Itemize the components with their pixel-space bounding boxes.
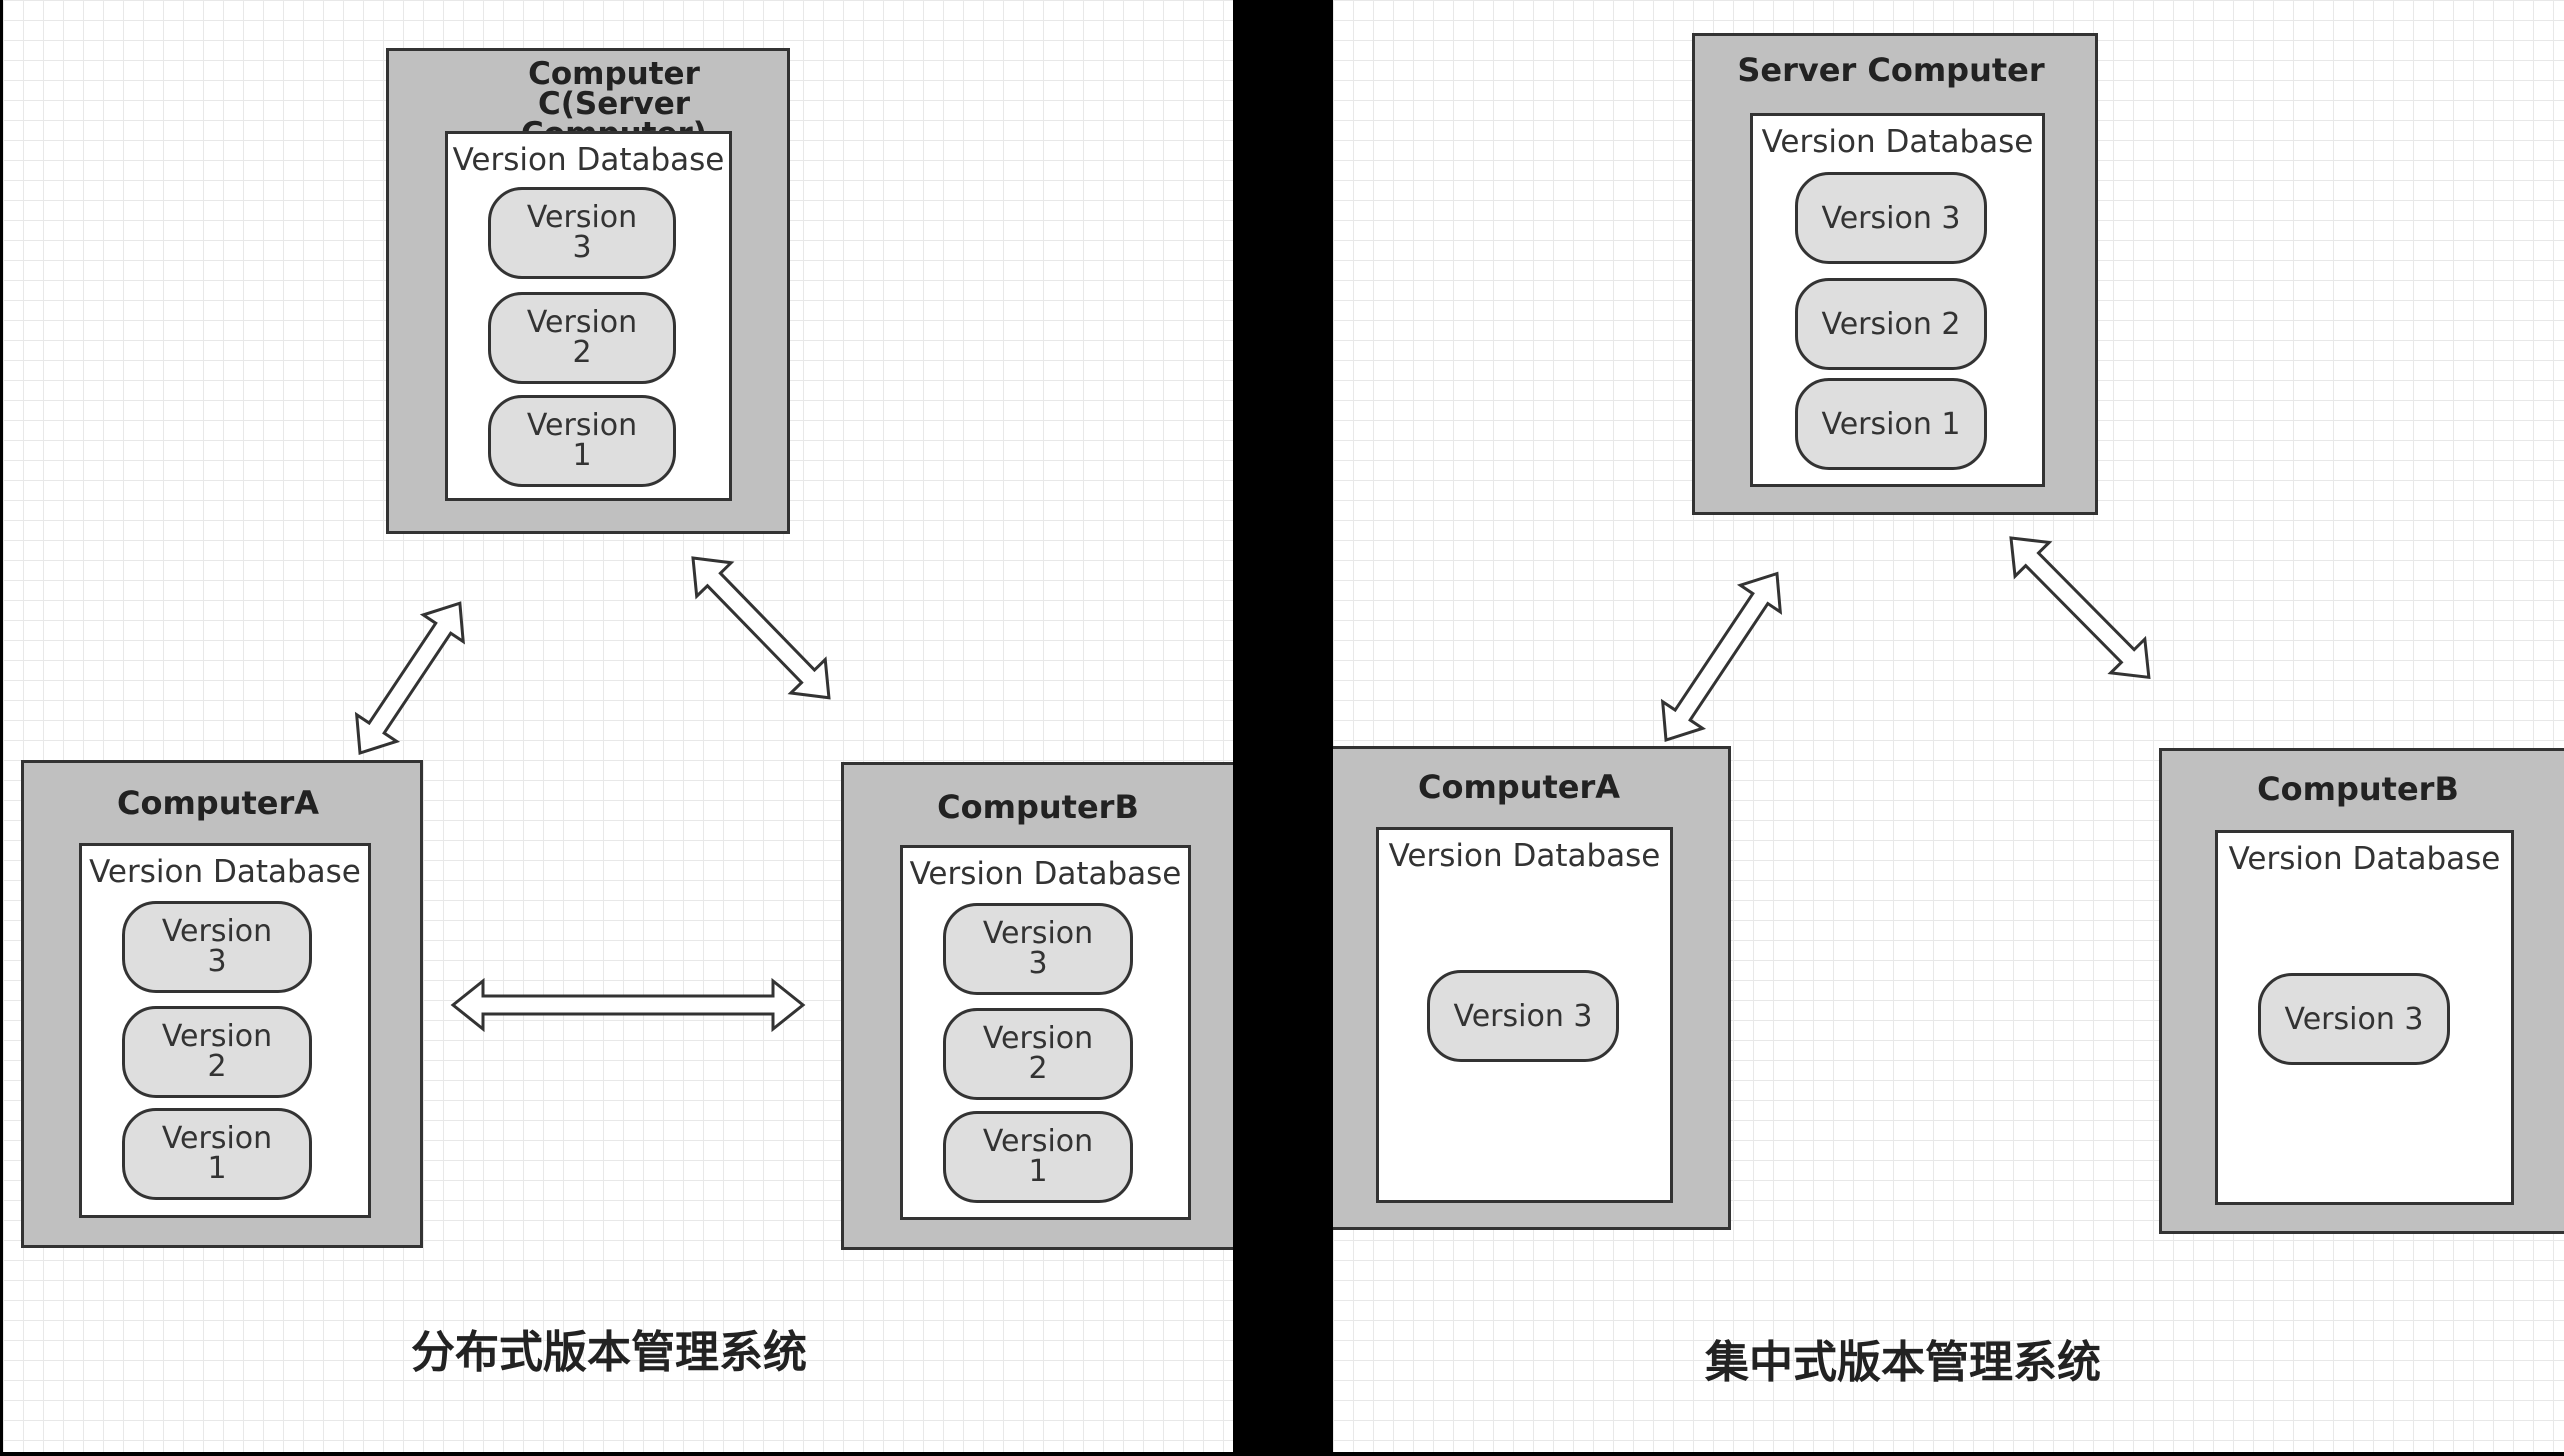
centralized-diagram-panel: Server Computer Version Database Version… <box>1333 0 2564 1452</box>
central-computer-b-node: ComputerB Version Database Version 3 <box>2159 748 2564 1234</box>
computer-b-version-3: Version 3 <box>943 903 1133 995</box>
distributed-arrows <box>354 556 831 1033</box>
distributed-caption: 分布式版本管理系统 <box>411 1327 807 1378</box>
computer-b-title: ComputerB <box>937 788 1139 826</box>
central-computer-a-node: ComputerA Version Database Version 3 <box>1333 746 1731 1230</box>
computer-a-db-title: Version Database <box>89 854 361 890</box>
server-version-1: Version 1 <box>488 395 676 487</box>
centralized-arrows <box>1660 536 2151 742</box>
computer-a-version-database: Version Database Version 3 Version 2 Ver… <box>79 843 371 1218</box>
arrow-server-to-computer-b <box>691 556 831 700</box>
computer-b-node: ComputerB Version Database Version 3 Ver… <box>841 762 1233 1250</box>
central-computer-a-version-database: Version Database Version 3 <box>1376 827 1673 1203</box>
computer-a-title: ComputerA <box>116 784 320 822</box>
arrow-central-server-to-computer-b <box>2009 536 2151 680</box>
computer-a-version-1: Version 1 <box>122 1108 312 1200</box>
central-server-db-title: Version Database <box>1761 124 2034 160</box>
computer-a-node: ComputerA Version Database Version 3 Ver… <box>21 760 423 1248</box>
server-version-3: Version 3 <box>488 187 676 279</box>
arrow-central-server-to-computer-a <box>1660 571 1783 742</box>
computer-b-db-title: Version Database <box>909 856 1182 892</box>
central-server-node: Server Computer Version Database Version… <box>1692 33 2098 515</box>
computer-b-version-1: Version 1 <box>943 1111 1133 1203</box>
central-computer-a-db-title: Version Database <box>1388 838 1661 874</box>
computer-b-version-2: Version 2 <box>943 1008 1133 1100</box>
computer-a-version-2: Version 2 <box>122 1006 312 1098</box>
server-db-title: Version Database <box>452 142 725 178</box>
central-computer-b-version-database: Version Database Version 3 <box>2215 830 2514 1205</box>
central-server-version-3: Version 3 <box>1795 172 1987 264</box>
central-server-title: Server Computer <box>1737 51 2045 89</box>
arrow-computer-a-to-computer-b <box>450 977 806 1033</box>
distributed-diagram-panel: Computer C(Server Computer) Version Data… <box>3 0 1233 1452</box>
central-computer-a-title: ComputerA <box>1417 768 1621 806</box>
server-version-2: Version 2 <box>488 292 676 384</box>
central-computer-b-db-title: Version Database <box>2228 841 2501 877</box>
server-version-database: Version Database Version 3 Version 2 Ver… <box>445 131 732 501</box>
arrow-server-to-computer-a <box>354 601 465 755</box>
central-server-version-1: Version 1 <box>1795 378 1987 470</box>
computer-a-version-3: Version 3 <box>122 901 312 993</box>
centralized-caption: 集中式版本管理系统 <box>1705 1337 2101 1388</box>
central-computer-b-version-3: Version 3 <box>2258 973 2450 1065</box>
central-server-version-database: Version Database Version 3 Version 2 Ver… <box>1750 113 2045 487</box>
central-server-version-2: Version 2 <box>1795 278 1987 370</box>
central-computer-b-title: ComputerB <box>2257 770 2459 808</box>
computer-b-version-database: Version Database Version 3 Version 2 Ver… <box>900 845 1191 1220</box>
central-computer-a-version-3: Version 3 <box>1427 970 1619 1062</box>
server-computer-node: Computer C(Server Computer) Version Data… <box>386 48 790 534</box>
